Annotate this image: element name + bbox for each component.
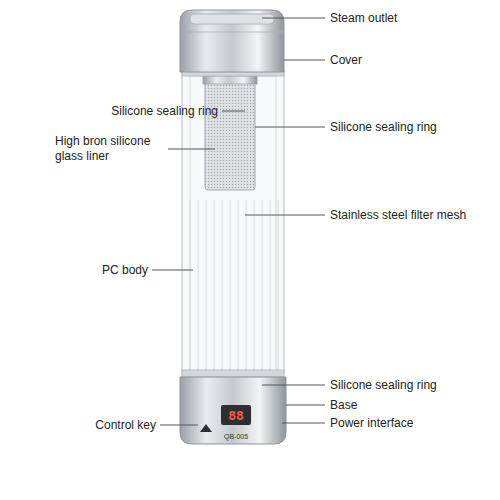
part-label: Silicone sealing ring xyxy=(330,378,437,393)
steam-outlet xyxy=(190,14,274,24)
leader-lines xyxy=(152,18,325,425)
part-label: Steam outlet xyxy=(330,11,397,26)
model-number: QB-005 xyxy=(224,433,248,440)
part-label: Silicone sealing ring xyxy=(330,120,437,135)
part-label: Power interface xyxy=(330,416,413,431)
display xyxy=(221,405,251,425)
cover xyxy=(180,10,284,72)
base xyxy=(180,377,286,444)
part-label: Stainless steel filter mesh xyxy=(330,208,466,223)
filter-mesh xyxy=(205,76,255,190)
glass-liner xyxy=(190,76,276,372)
part-label: Silicone sealing ring xyxy=(111,104,218,119)
part-label: Cover xyxy=(330,53,362,68)
part-label: Base xyxy=(330,398,357,413)
display-digits: 88 xyxy=(228,409,244,422)
control-key xyxy=(200,424,212,432)
part-label: High bron silicone glass liner xyxy=(55,134,167,164)
sealing-ring xyxy=(182,370,284,377)
body-ribs xyxy=(190,200,278,370)
part-label: Control key xyxy=(95,418,156,433)
part-label: PC body xyxy=(102,263,148,278)
filter-rim xyxy=(203,76,257,84)
